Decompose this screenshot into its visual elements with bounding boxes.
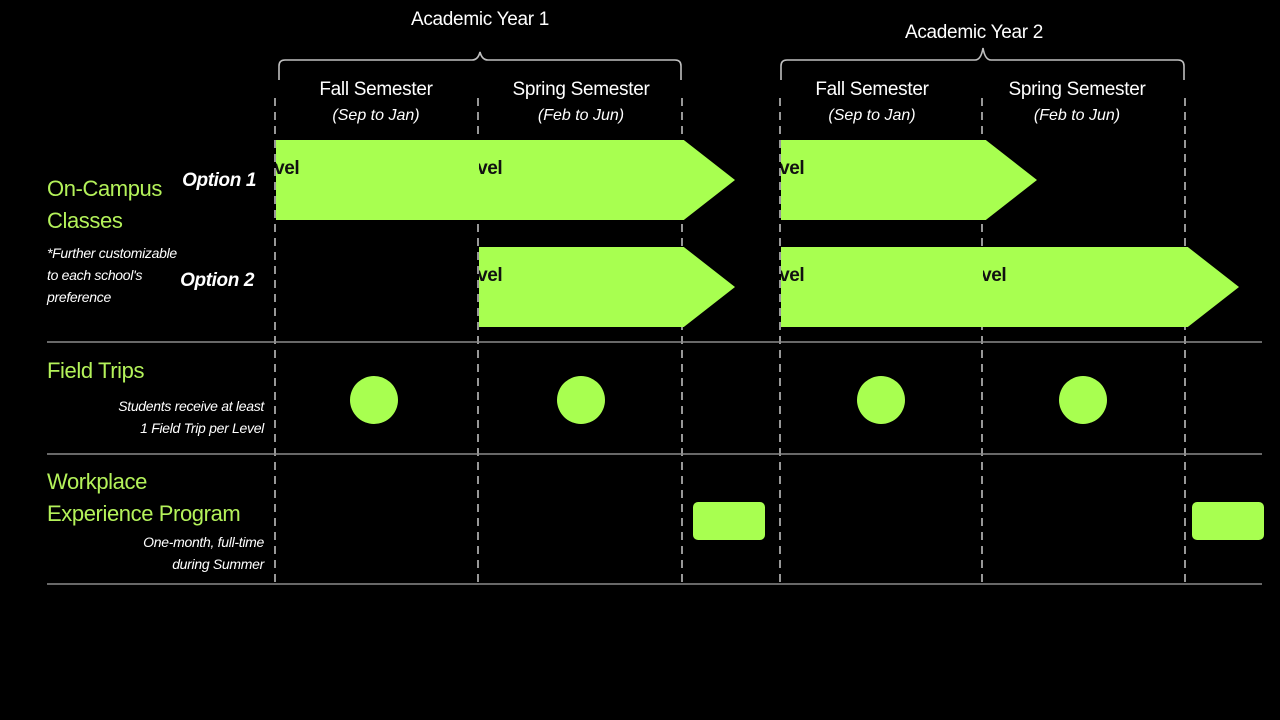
summer-workplace-marker [1192,502,1264,540]
workplace-title-line1: Workplace [47,469,147,494]
option-1-level-3-chevron: Level 3 [781,140,1037,220]
level-label: Level 2 [757,265,805,308]
semester-1-title: Fall Semester [319,79,433,100]
semester-2-range: (Feb to Jun) [537,107,625,124]
semester-4-title: Spring Semester [1008,79,1146,100]
workplace-title-line2: Experience Program [47,501,241,526]
summer-workplace-marker [693,502,765,540]
field-trip-marker [857,376,905,424]
academic-year-2-title: Academic Year 2 [904,22,1044,43]
academic-year-1-title: Academic Year 1 [410,9,550,30]
option-1-level-2-chevron: Level 2 [479,140,735,220]
field-trip-marker [1059,376,1107,424]
field-trip-marker [557,376,605,424]
option-1-label: Option 1 [182,170,256,191]
on-campus-title-line1: On-Campus [47,176,162,201]
year-1-brace [278,51,682,80]
level-label: Level 3 [757,158,805,201]
on-campus-note-line2: to each school's [47,267,143,283]
semester-2-title: Spring Semester [512,79,650,100]
level-label: Level 3 [959,265,1007,286]
semester-3-title: Fall Semester [815,79,929,100]
semester-3-range: (Sep to Jan) [828,107,916,124]
field-trips-title: Field Trips [47,358,145,383]
on-campus-title-line2: Classes [47,208,123,233]
field-trip-marker [350,376,398,424]
semester-4-range: (Feb to Jun) [1033,107,1121,124]
option-2-level-3-chevron: Level 3 [983,247,1239,327]
field-trips-note-line2: 1 Field Trip per Level [140,420,264,436]
on-campus-note-line3: preference [47,289,111,305]
semester-1-range: (Sep to Jan) [332,107,420,124]
year-2-brace [780,47,1185,80]
workplace-note-line1: One-month, full-time [143,534,264,550]
level-label: Level 1 [252,158,300,201]
option-2-label: Option 2 [180,270,254,291]
field-trips-note-line1: Students receive at least [118,398,264,414]
level-label: Level 2 [455,158,503,179]
workplace-note-line2: during Summer [172,556,264,572]
on-campus-note-line1: *Further customizable [47,245,177,261]
option-2-level-1-chevron: Level 1 [479,247,735,327]
level-label: Level 1 [455,265,503,308]
